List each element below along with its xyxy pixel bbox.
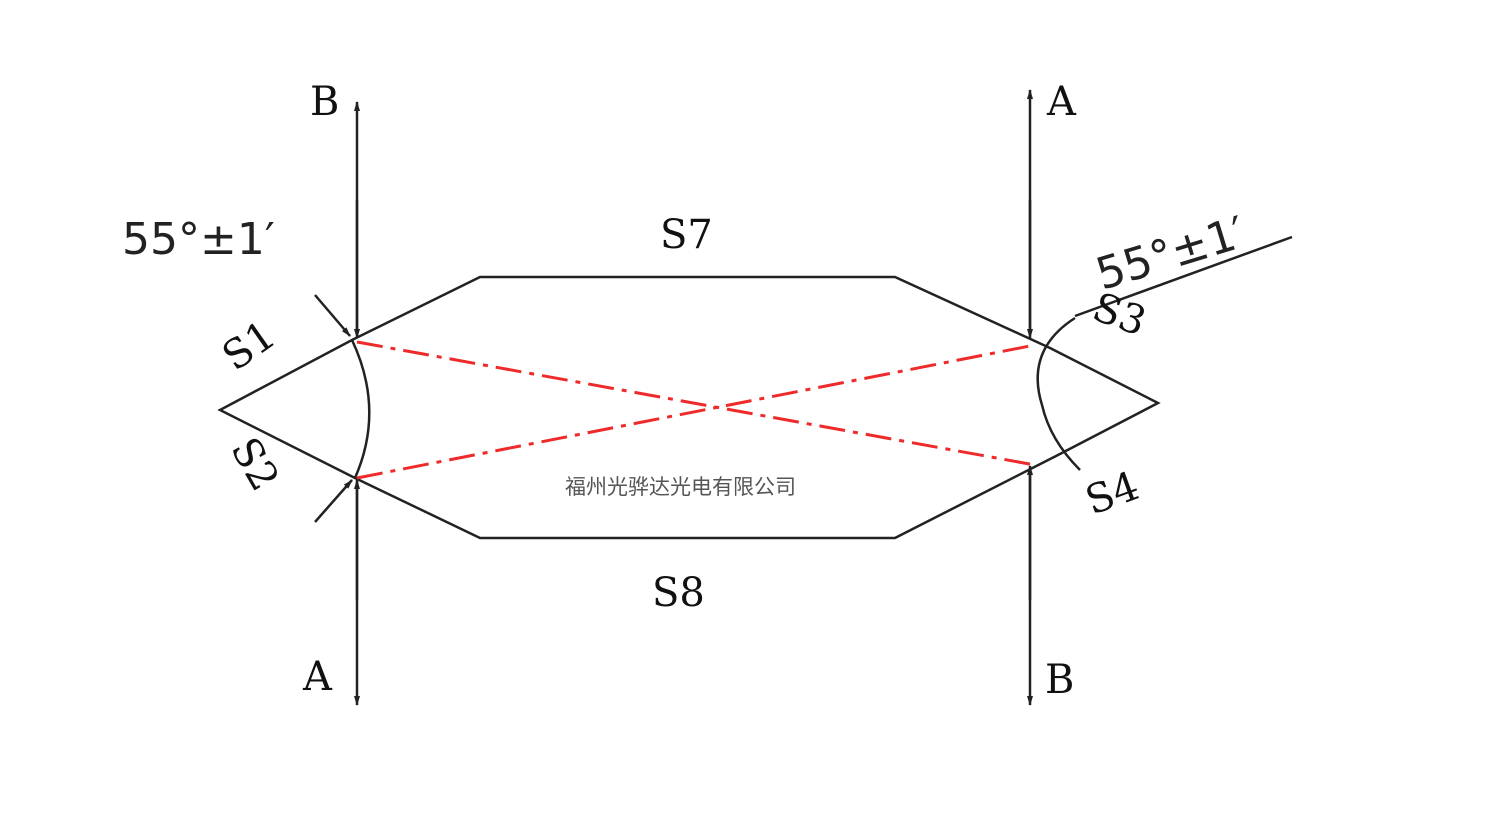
beam-path-1: [356, 340, 1036, 467]
label-s7: S7: [660, 212, 713, 258]
label-top-left: B: [310, 79, 339, 125]
angle-leader-line: [1074, 235, 1293, 318]
angle-label-right: 55°±1′: [1090, 207, 1251, 300]
watermark: 福州光骅达光电有限公司: [565, 475, 796, 499]
angle-arrow-bottom-left: [314, 479, 353, 523]
label-bottom-right: B: [1045, 657, 1074, 703]
label-bottom-left: A: [302, 654, 333, 700]
label-top-right: A: [1046, 79, 1077, 125]
left-arc: [350, 339, 371, 479]
label-s8: S8: [652, 570, 705, 616]
angle-label-left: 55°±1′: [122, 214, 275, 265]
angle-arrow-top-left: [314, 294, 351, 337]
right-arc: [1036, 316, 1081, 471]
label-s1: S1: [214, 312, 284, 380]
label-s4: S4: [1080, 463, 1145, 524]
prism-outline: [217, 275, 1161, 540]
beam-path-2: [356, 343, 1036, 480]
